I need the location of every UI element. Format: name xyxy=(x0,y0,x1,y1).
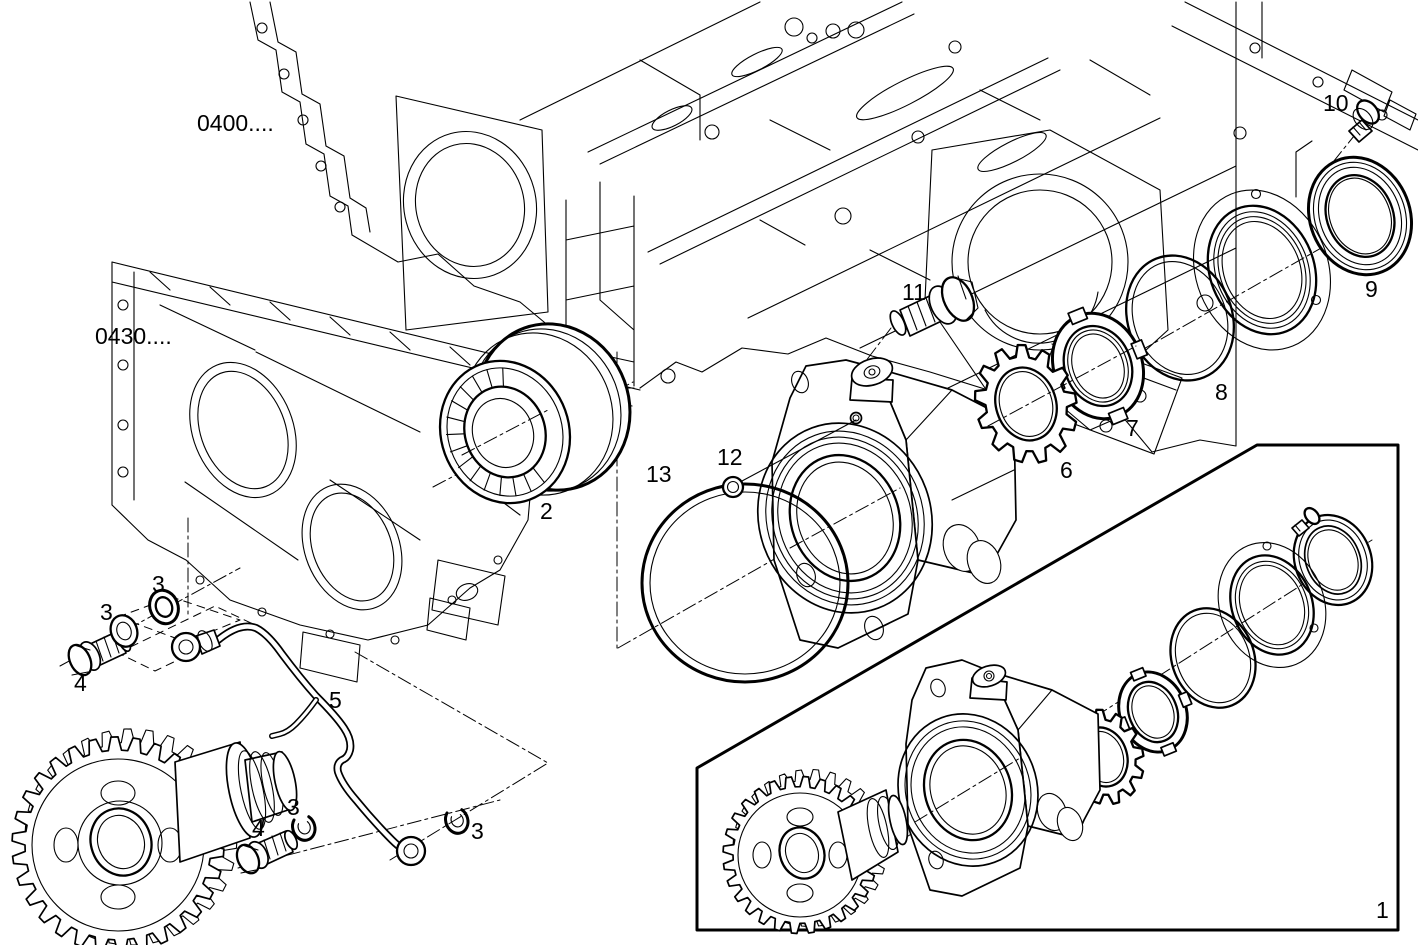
assembled-unit xyxy=(722,506,1374,935)
callout-12: 12 xyxy=(717,444,743,470)
callout-10: 10 xyxy=(1323,90,1349,116)
o-ring-large xyxy=(640,482,850,684)
banjo-fitting xyxy=(395,835,427,867)
callout-1: 1 xyxy=(1376,897,1389,923)
callout-3c: 3 xyxy=(287,794,300,820)
pump-housing-in-box xyxy=(897,659,1101,897)
callout-4a: 4 xyxy=(74,670,87,696)
callout-4b: 4 xyxy=(252,815,265,841)
callout-3a: 3 xyxy=(100,599,113,625)
axis-through-6-7 xyxy=(987,345,1137,427)
callout-3d: 3 xyxy=(471,818,484,844)
retaining-clip-3c xyxy=(291,815,317,842)
callout-11: 11 xyxy=(902,279,926,305)
ref-label-0430: 0430.... xyxy=(95,323,172,349)
banjo-fitting xyxy=(170,629,221,663)
sealing-washer-3b xyxy=(148,588,180,626)
callout-3b: 3 xyxy=(152,571,165,597)
screw-in-box xyxy=(1291,506,1321,537)
callout-5: 5 xyxy=(329,687,342,713)
fixing-bolt-11 xyxy=(889,275,979,337)
callout-13: 13 xyxy=(646,461,672,487)
pump-drive-gear xyxy=(11,728,298,945)
ref-label-0400: 0400.... xyxy=(197,110,274,136)
lock-washer-6 xyxy=(973,343,1078,464)
oil-delivery-pipe xyxy=(170,622,427,867)
o-ring-small xyxy=(721,419,857,499)
sealing-washer-3a xyxy=(109,614,139,648)
pump-housing xyxy=(756,357,1017,649)
hollow-screw-4b xyxy=(235,829,299,875)
drive-gear-in-box xyxy=(722,768,909,935)
labels: 0400.... 0430.... 1 2 3 3 3 3 4 4 5 6 7 … xyxy=(74,90,1389,923)
retaining-clip-3d xyxy=(444,808,470,835)
taper-roller-bearing xyxy=(438,322,632,505)
callout-8: 8 xyxy=(1215,379,1228,405)
callout-2: 2 xyxy=(540,498,553,524)
callout-6: 6 xyxy=(1060,457,1073,483)
screw-10 xyxy=(1295,99,1380,198)
callout-7: 7 xyxy=(1126,415,1139,441)
callout-9: 9 xyxy=(1365,276,1378,302)
seal-ring-9 xyxy=(1306,155,1414,277)
